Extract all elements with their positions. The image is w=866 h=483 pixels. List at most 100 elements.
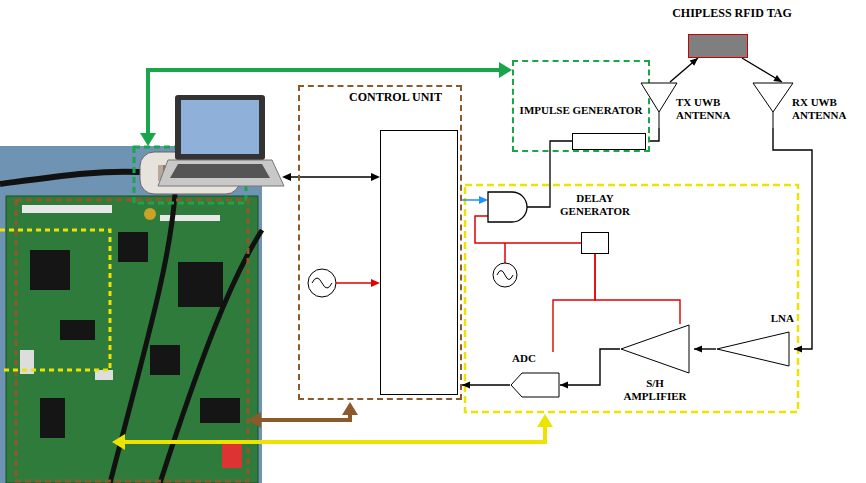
laptop-screen [175,95,265,160]
antenna-symbol [640,82,680,128]
arrow-head [342,402,358,415]
node-label: CONTROL UNIT [349,90,442,104]
amplifier-triangle [717,332,789,366]
connector [694,346,716,353]
amplifier-symbol [620,324,690,374]
arrow-head [112,434,125,450]
node-label: ADC [512,352,536,365]
connector [462,382,510,389]
control-unit-box: CONTROL UNIT [298,85,462,400]
antenna-stem [773,112,774,128]
connector [553,254,595,352]
cable [110,194,175,483]
impulse-generator-box: IMPULSE GENERATOR [512,60,650,152]
rfid-tag: CHIPLESS RFID TAG [662,6,806,58]
sine-wave [312,278,332,288]
delay-block [581,232,609,254]
pin-header [22,205,112,213]
amplifier-symbol: S/H AMPLIFIER [620,324,694,404]
and-gate [488,192,527,222]
clock-wire [504,243,506,263]
adc-symbol [510,372,560,398]
chip [60,320,95,340]
laptop [158,95,284,186]
node-label: DELAY GENERATOR [555,192,635,218]
adc-outline [511,373,559,397]
connector-line [650,128,659,141]
antenna-triangle [753,83,793,112]
control-unit-block [380,130,458,395]
sine-wave [497,271,513,280]
chip [150,345,180,375]
arrow-head [537,414,553,427]
photo-ground [0,146,262,483]
arrow-head [560,382,568,389]
arrow-head [282,173,291,181]
laptop-keyboard [170,164,270,178]
connector-line [553,254,595,352]
connector [742,58,782,82]
node-label: CHIPLESS RFID TAG [662,6,802,20]
highlight-box [0,230,110,370]
arrow-head [690,58,698,66]
board-photo [0,146,262,483]
connector [650,128,659,141]
node-label: TX UWB ANTENNA [676,96,738,122]
oscillator-symbol [493,243,517,287]
circuit-board [6,196,258,483]
arrow-line [258,412,350,420]
arrow-head [371,173,380,181]
highlight-box [16,200,248,481]
trigger-wire [460,199,480,201]
node-label: S/H AMPLIFIER [620,377,690,403]
node-label: LNA [771,312,794,325]
laptop-base [158,160,284,186]
connector-line [742,58,782,82]
connector-line [595,254,680,324]
generator-block [572,133,646,150]
connector-line [560,349,620,385]
arrow-head [371,279,380,287]
laptop-display [181,100,259,154]
chip [40,398,65,438]
arrow-head [248,412,261,428]
chip [178,262,223,307]
receiver-region [465,185,798,412]
cable [160,230,262,483]
oscillator-circle [308,269,336,297]
chip [200,398,240,423]
antenna-symbol [752,82,796,128]
arrow-line [122,424,545,442]
pin-header [160,215,220,221]
antenna-triangle [641,83,677,112]
adc-symbol: ADC [510,352,560,398]
wire [290,176,372,177]
sma-connector [144,208,156,220]
data-link [282,173,380,181]
oscillator-symbol [308,269,380,297]
delay-generator: DELAY GENERATOR [555,192,639,254]
cable [0,172,140,184]
arrow-head [694,346,702,353]
amplifier-symbol [716,331,790,367]
chip [118,232,148,262]
clock-wire [336,282,372,284]
antenna-symbol: TX UWB ANTENNA [640,82,742,128]
connector-line [670,58,698,82]
yellow-arrow [112,414,553,450]
connector [560,349,620,389]
tag-body [688,34,748,58]
antenna-stem [659,112,660,128]
amplifier-triangle [621,325,689,373]
connector [670,58,698,82]
antenna-symbol: RX UWB ANTENNA [752,82,858,128]
dip-switch [222,442,242,468]
node-label: RX UWB ANTENNA [792,96,854,122]
amplifier-symbol: LNA [716,312,794,367]
arrow-head [499,62,512,78]
arrow-head [773,75,782,82]
connector [595,254,680,324]
brown-arrow [248,402,358,428]
chip [30,250,70,290]
